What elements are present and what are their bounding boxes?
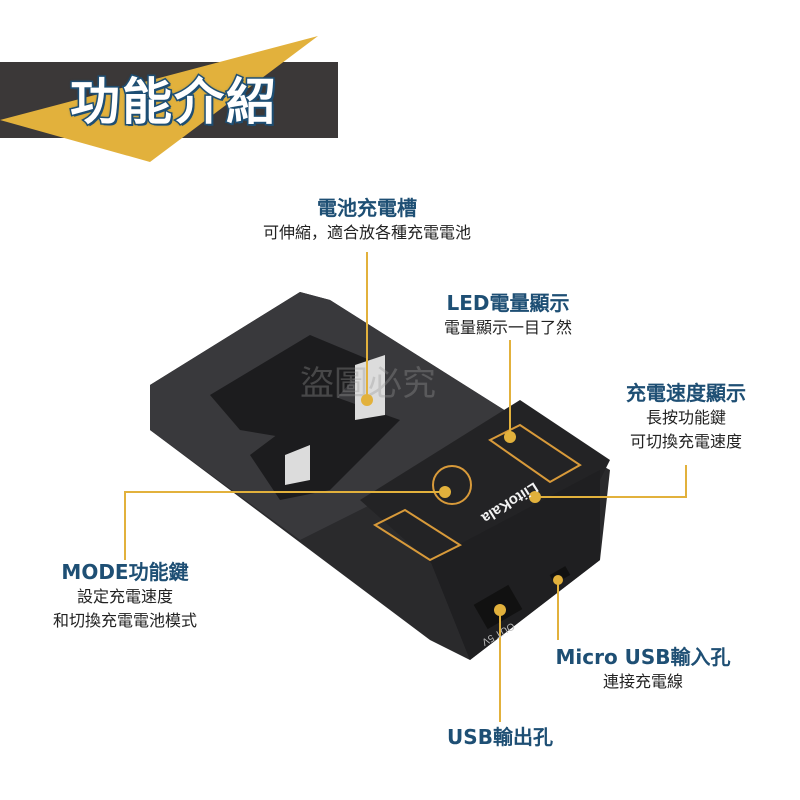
- callout-desc: 可切換充電速度: [629, 432, 742, 451]
- callout-desc: 電量顯示一目了然: [443, 318, 573, 337]
- callout-usb-out: USB輸出孔: [447, 724, 553, 750]
- callout-desc: 可伸縮，適合放各種充電電池: [262, 223, 472, 242]
- callout-title: LED電量顯示: [446, 291, 570, 315]
- callout-micro-usb: Micro USB輸入孔 連接充電線: [555, 644, 730, 694]
- callout-title: USB輸出孔: [447, 725, 553, 749]
- callout-desc: 和切換充電電池模式: [52, 611, 198, 630]
- callout-desc: 長按功能鍵: [645, 408, 726, 427]
- callout-led: LED電量顯示 電量顯示一目了然: [444, 290, 572, 340]
- callout-lines: [124, 252, 687, 722]
- banner-accent: [0, 36, 318, 162]
- charger-image: [150, 292, 610, 660]
- callout-slot: 電池充電槽 可伸縮，適合放各種充電電池: [263, 195, 471, 245]
- callout-title: 電池充電槽: [316, 196, 417, 220]
- callout-mode: MODE功能鍵 設定充電速度 和切換充電電池模式: [53, 559, 197, 633]
- callout-title: MODE功能鍵: [61, 560, 189, 584]
- callout-desc: 連接充電線: [602, 672, 684, 691]
- callout-title: 充電速度顯示: [626, 381, 746, 405]
- callout-dots: [361, 394, 563, 616]
- page-title: 功能介紹: [69, 72, 278, 133]
- callout-desc: 設定充電速度: [76, 587, 174, 606]
- callout-speed: 充電速度顯示 長按功能鍵 可切換充電速度: [626, 380, 746, 454]
- callout-title: Micro USB輸入孔: [555, 645, 731, 669]
